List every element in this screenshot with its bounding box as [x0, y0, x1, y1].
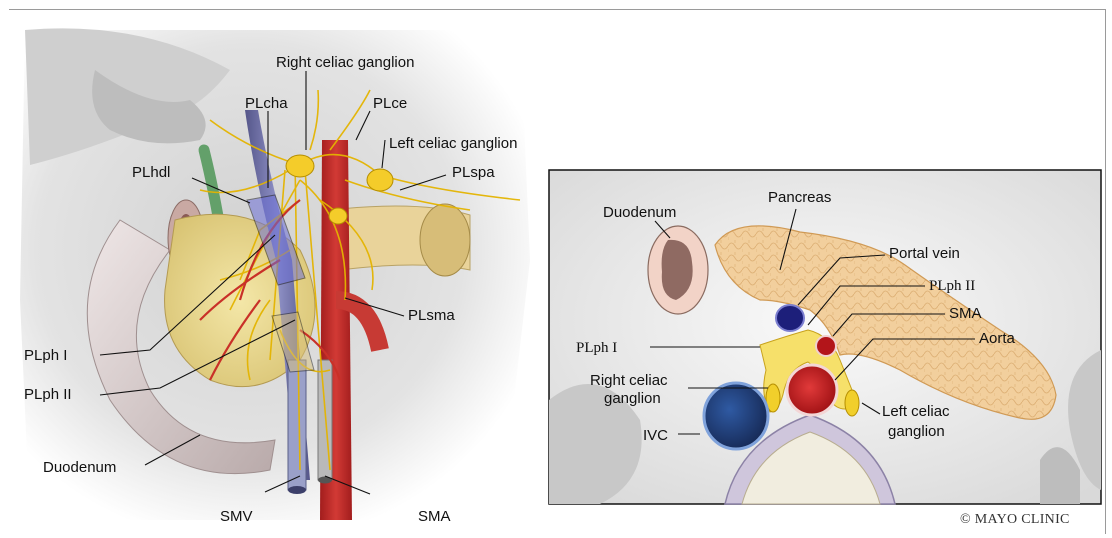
label-plce: PLce [373, 95, 407, 112]
inset-label-left-celiac-line2: ganglion [888, 423, 945, 440]
label-right-celiac-ganglion: Right celiac ganglion [276, 54, 414, 71]
portal-vein-inset [776, 305, 804, 331]
inset-label-right-celiac-line1: Right celiac [590, 372, 668, 389]
smv-cut [288, 486, 306, 494]
inset-label-portal-vein: Portal vein [889, 245, 960, 262]
sma-inset [816, 336, 836, 356]
aorta-inset [787, 365, 837, 415]
label-plsma: PLsma [408, 307, 455, 324]
label-plph2: PLph II [24, 386, 72, 403]
left-celiac-ganglion-node [367, 169, 393, 191]
copyright-notice: © MAYO CLINIC [960, 512, 1070, 528]
inset-label-left-celiac-line1: Left celiac [882, 403, 950, 420]
pancreas-tail-cut [420, 204, 470, 276]
inset-label-aorta: Aorta [979, 330, 1016, 347]
label-plspa: PLspa [452, 164, 495, 181]
label-sma: SMA [418, 508, 451, 525]
left-celiac-ganglion-inset [845, 390, 859, 416]
sma-ganglion-node [329, 208, 347, 224]
smv-vessel [288, 360, 306, 490]
label-plph1: PLph I [24, 347, 67, 364]
inset-label-duodenum: Duodenum [603, 204, 676, 221]
inset-label-sma: SMA [949, 305, 982, 322]
label-duodenum: Duodenum [43, 459, 116, 476]
inset-label-pancreas: Pancreas [768, 189, 831, 206]
label-plhdl: PLhdl [132, 164, 170, 181]
right-celiac-ganglion-node [286, 155, 314, 177]
inset-label-plph1: PLph I [576, 340, 617, 356]
inset-label-right-celiac-line2: ganglion [604, 390, 661, 407]
inset-label-ivc: IVC [643, 427, 668, 444]
label-smv: SMV [220, 508, 253, 525]
label-left-celiac-ganglion: Left celiac ganglion [389, 135, 517, 152]
inset-label-plph2: PLph II [929, 278, 975, 294]
ivc-inset [704, 383, 768, 449]
label-plcha: PLcha [245, 95, 288, 112]
